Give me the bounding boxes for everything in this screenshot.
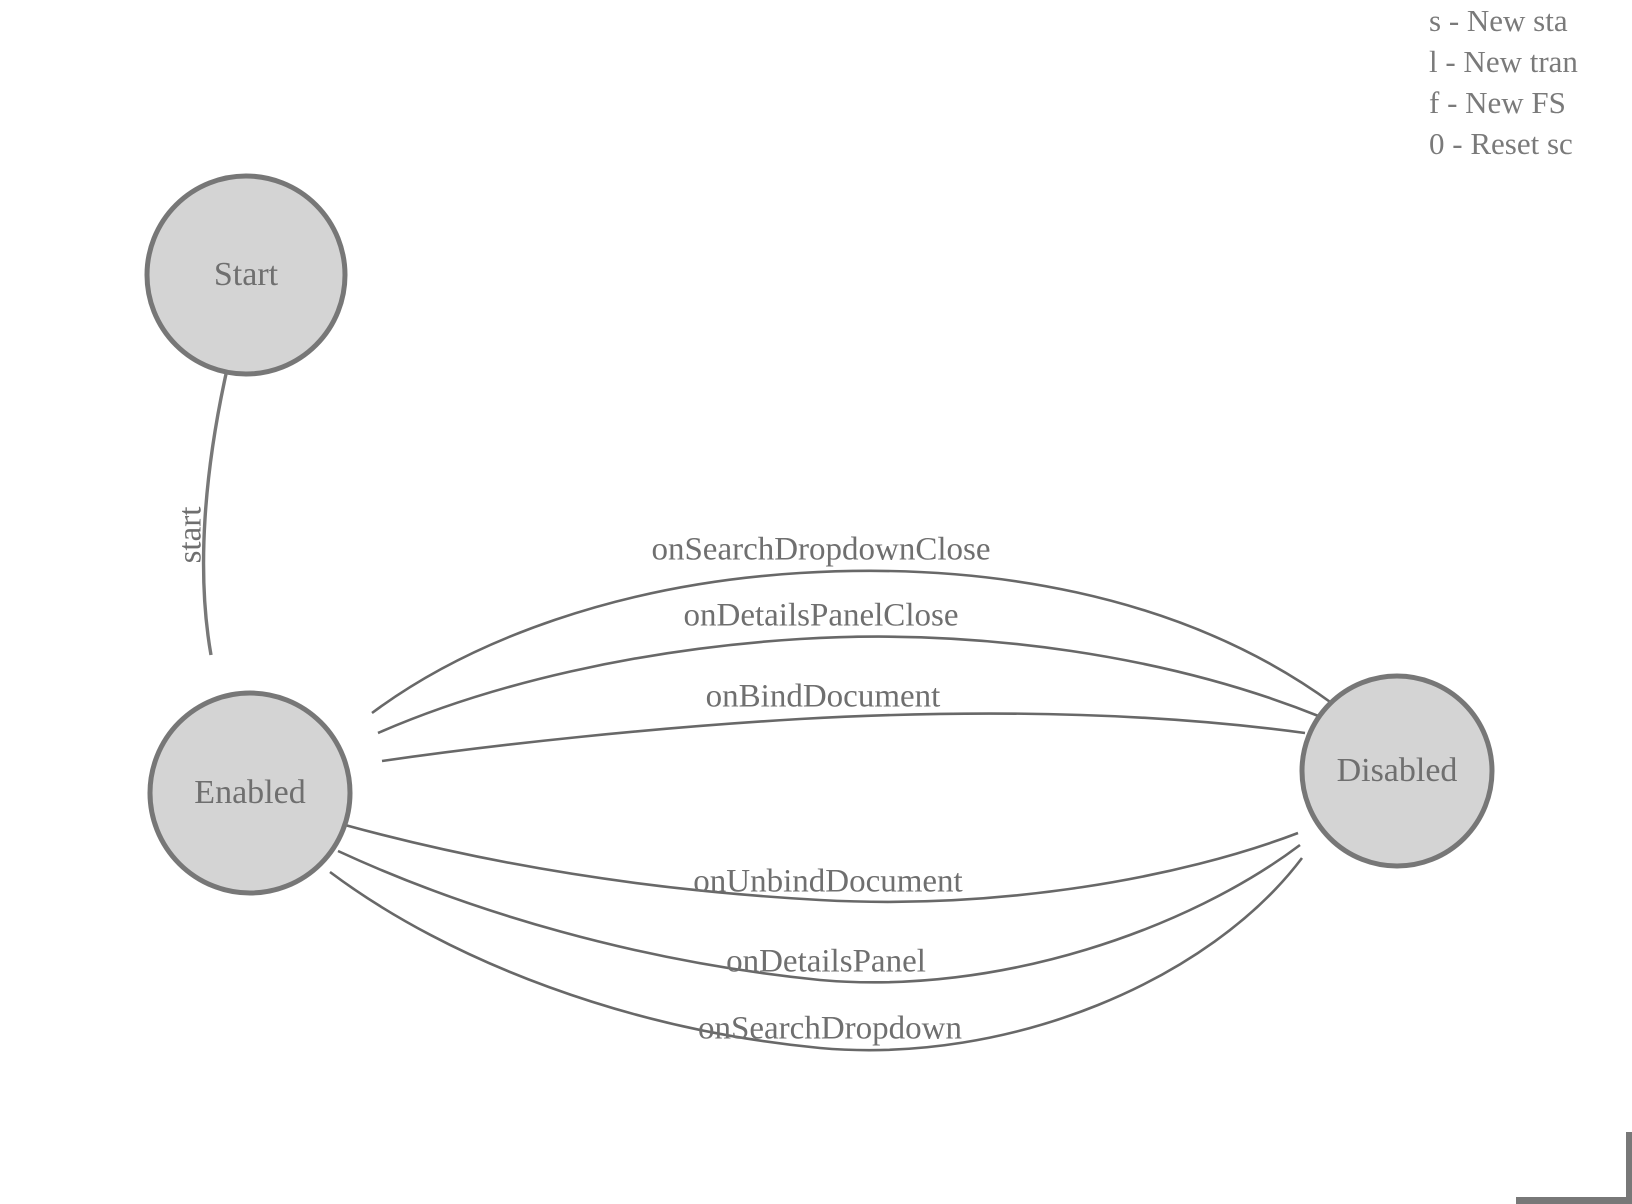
transition-curve[interactable] <box>329 857 1304 1052</box>
transition-curve[interactable] <box>377 635 1322 735</box>
state-node-disabled[interactable]: Disabled <box>1299 673 1495 869</box>
transition-onunbinddocument[interactable] <box>344 823 1299 904</box>
transition-onsearchdropdownclose[interactable] <box>371 569 1334 715</box>
transition-onsearchdropdown[interactable] <box>329 857 1304 1052</box>
transition-curve[interactable] <box>344 823 1299 904</box>
transition-label-ondetailspanelclose: onDetailsPanelClose <box>684 598 959 634</box>
transition-label-onunbinddocument: onUnbindDocument <box>693 864 962 900</box>
transition-label-start: start <box>173 507 209 564</box>
vertical-scrollbar[interactable] <box>1626 1132 1632 1204</box>
transition-curve[interactable] <box>371 569 1334 715</box>
transition-ondetailspanelclose[interactable] <box>377 635 1322 735</box>
state-node-enabled[interactable]: Enabled <box>147 690 353 896</box>
transition-label-onbinddocument: onBindDocument <box>706 679 941 715</box>
state-label: Enabled <box>194 774 305 811</box>
transition-curve[interactable] <box>337 843 1301 984</box>
transition-curve[interactable] <box>201 373 228 656</box>
transition-onbinddocument[interactable] <box>381 712 1306 763</box>
transition-ondetailspanel[interactable] <box>337 843 1301 984</box>
state-node-start[interactable]: Start <box>144 173 348 377</box>
transition-label-onsearchdropdown: onSearchDropdown <box>698 1011 962 1047</box>
state-label: Disabled <box>1337 752 1458 789</box>
state-circle[interactable] <box>144 173 348 377</box>
transition-label-onsearchdropdownclose: onSearchDropdownClose <box>651 532 990 568</box>
transition-label-ondetailspanel: onDetailsPanel <box>726 944 926 980</box>
state-circle[interactable] <box>147 690 353 896</box>
transition-curve[interactable] <box>381 712 1306 763</box>
state-label: Start <box>214 256 279 293</box>
state-circle[interactable] <box>1299 673 1495 869</box>
horizontal-scrollbar[interactable] <box>1516 1197 1626 1204</box>
transition-start-to-enabled[interactable] <box>201 373 228 656</box>
